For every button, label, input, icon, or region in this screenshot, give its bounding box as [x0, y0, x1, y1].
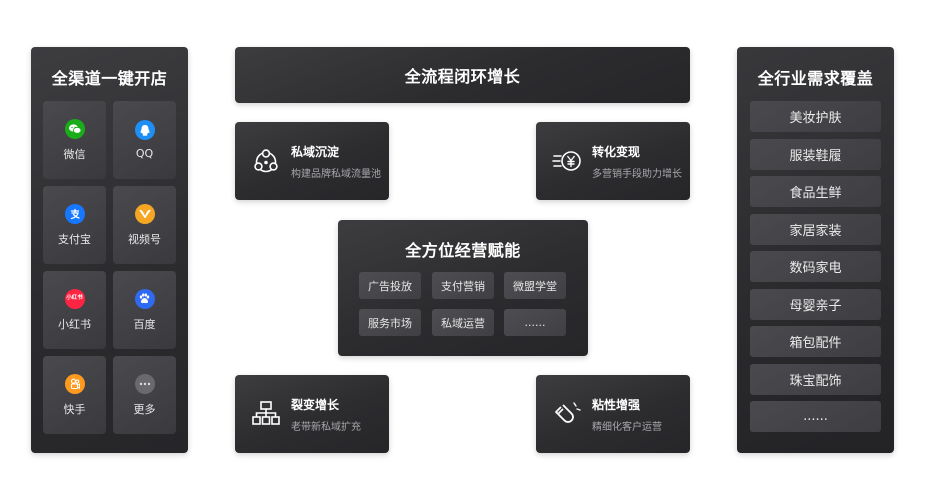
card-title: 裂变增长	[291, 397, 340, 412]
card-title: 私域沉淀	[291, 144, 340, 159]
banner-title: 全流程闭环增长	[404, 67, 521, 86]
card-text: 转化变现 多营销手段助力增长	[592, 143, 682, 180]
channel-label: 视频号	[128, 232, 161, 246]
magnet-icon	[555, 402, 581, 423]
channel-tile-baidu[interactable]: 百度	[113, 271, 176, 349]
channel-tile-xiaohongshu[interactable]: 小红书 小红书	[43, 271, 106, 349]
card-fission[interactable]: 裂变增长 老带新私域扩充	[235, 375, 389, 453]
card-text: 粘性增强 精细化客户运营	[592, 396, 662, 433]
channels-panel: 全渠道一键开店 微信 QQ 支付宝	[31, 47, 188, 453]
channel-label: 更多	[133, 402, 156, 416]
industry-item-jewelry[interactable]: 珠宝配饰	[750, 364, 881, 395]
card-title: 粘性增强	[592, 397, 641, 412]
card-stickiness[interactable]: 粘性增强 精细化客户运营	[536, 375, 690, 453]
channels-panel-title: 全渠道一键开店	[51, 69, 168, 88]
industry-item-food[interactable]: 食品生鲜	[750, 176, 881, 207]
closed-loop-banner: 全流程闭环增长	[235, 47, 690, 103]
card-subtitle: 构建品牌私域流量池	[291, 168, 381, 180]
xiaohongshu-logo-text: 小红书	[66, 294, 83, 301]
channel-label: 百度	[133, 317, 156, 331]
more-icon	[134, 373, 155, 394]
card-subtitle: 精细化客户运营	[592, 421, 662, 433]
empowerment-title: 全方位经营赋能	[405, 241, 521, 260]
channel-tile-wechat[interactable]: 微信	[43, 101, 106, 179]
industry-item-electronics[interactable]: 数码家电	[750, 251, 881, 282]
org-tree-icon	[252, 401, 280, 425]
industry-item-beauty[interactable]: 美妆护肤	[750, 101, 881, 132]
industry-item-baby[interactable]: 母婴亲子	[750, 289, 881, 320]
card-subtitle: 多营销手段助力增长	[592, 168, 682, 180]
empowerment-item-more[interactable]: ......	[504, 309, 566, 336]
channel-tile-kuaishou[interactable]: 快手	[43, 356, 106, 434]
xiaohongshu-icon: 小红书	[64, 288, 85, 309]
channel-tile-alipay[interactable]: 支付宝	[43, 186, 106, 264]
qq-icon	[134, 120, 155, 140]
industry-item-bags[interactable]: 箱包配件	[750, 326, 881, 357]
channel-tile-qq[interactable]: QQ	[113, 101, 176, 179]
channel-label: 支付宝	[58, 232, 91, 246]
baidu-icon	[134, 288, 155, 309]
empowerment-item-academy[interactable]: 微盟学堂	[504, 272, 566, 299]
card-text: 私域沉淀 构建品牌私域流量池	[291, 143, 381, 180]
card-text: 裂变增长 老带新私域扩充	[291, 396, 361, 433]
industry-item-more[interactable]: ......	[750, 401, 881, 432]
empowerment-panel: 全方位经营赋能 广告投放 支付营销 微盟学堂 服务市场 私域运营 ......	[338, 220, 588, 356]
channel-label: QQ	[135, 147, 154, 160]
channel-tile-channels[interactable]: 视频号	[113, 186, 176, 264]
empowerment-item-pay-marketing[interactable]: 支付营销	[432, 272, 494, 299]
card-conversion[interactable]: 转化变现 多营销手段助力增长	[536, 122, 690, 200]
yuan-coin-icon	[552, 151, 581, 171]
empowerment-item-service-market[interactable]: 服务市场	[359, 309, 421, 336]
channel-label: 微信	[63, 147, 86, 161]
card-title: 转化变现	[592, 144, 641, 159]
card-private-domain[interactable]: 私域沉淀 构建品牌私域流量池	[235, 122, 389, 200]
channel-label: 小红书	[58, 317, 91, 331]
channels-icon	[134, 203, 155, 224]
industry-item-apparel[interactable]: 服装鞋履	[750, 139, 881, 170]
alipay-icon	[64, 203, 85, 224]
kuaishou-icon	[64, 373, 85, 394]
network-icon	[254, 149, 278, 173]
wechat-icon	[64, 118, 85, 139]
channel-label: 快手	[63, 402, 86, 416]
channel-tile-more[interactable]: 更多	[113, 356, 176, 434]
card-subtitle: 老带新私域扩充	[291, 421, 361, 433]
industry-item-home[interactable]: 家居家装	[750, 214, 881, 245]
industries-panel: 全行业需求覆盖 美妆护肤 服装鞋履 食品生鲜 家居家装 数码家电 母婴亲子 箱包…	[737, 47, 894, 453]
industries-panel-title: 全行业需求覆盖	[757, 69, 874, 88]
empowerment-item-ads[interactable]: 广告投放	[359, 272, 421, 299]
empowerment-item-private-ops[interactable]: 私域运营	[432, 309, 494, 336]
